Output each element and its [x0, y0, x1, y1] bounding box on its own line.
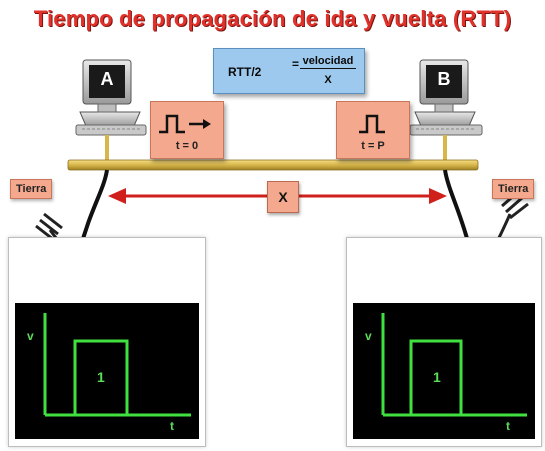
pulse-box-start: t = 0 [150, 101, 224, 159]
scope-panel-left: v t 1 [8, 237, 206, 447]
trace-pulse-label-right: 1 [433, 369, 441, 385]
distance-label: X [267, 181, 299, 213]
computer-b [409, 59, 483, 136]
network-bus [67, 159, 479, 171]
trace-x-axis-left: t [170, 419, 174, 433]
diagram-title: Tiempo de propagación de ida y vuelta (R… [33, 6, 512, 31]
trace-pulse-label-left: 1 [97, 369, 105, 385]
scope-screen-left: v t 1 [15, 303, 199, 439]
trace-x-axis-right: t [506, 419, 510, 433]
scope-screen-right: v t 1 [353, 303, 535, 439]
pulse-trace-right [381, 313, 527, 417]
computer-a [75, 59, 147, 136]
formula-equals: = [292, 57, 300, 71]
formula-numerator: velocidad [300, 55, 356, 69]
ground-label-left: Tierra [10, 179, 53, 199]
formula-denominator: X [324, 74, 332, 86]
computer-a-label: A [100, 69, 114, 89]
pulse-box-end: t = P [336, 101, 410, 159]
scope-panel-right: v t 1 [346, 237, 542, 447]
pulse-trace-left [43, 313, 191, 417]
ground-label-right: Tierra [492, 179, 535, 199]
computer-b-label: B [437, 69, 451, 89]
trace-y-axis-left: v [27, 329, 34, 343]
pulse-start-label: t = 0 [175, 140, 199, 152]
pulse-end-label: t = P [361, 140, 385, 152]
rtt-formula: RTT/2 = velocidad X [213, 48, 365, 94]
trace-y-axis-right: v [365, 329, 372, 343]
formula-lhs: RTT/2 [228, 65, 262, 79]
pulse-arrow-icon [159, 114, 211, 134]
pulse-icon [359, 114, 385, 134]
